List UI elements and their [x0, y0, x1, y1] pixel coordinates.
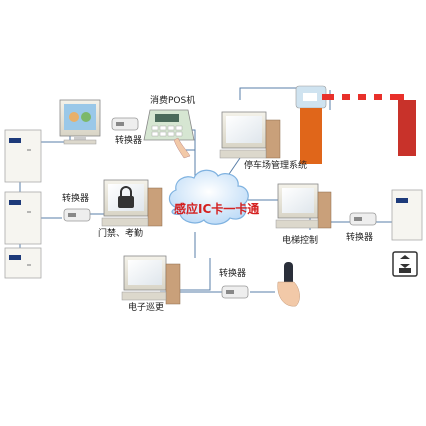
hub-label: 感应IC卡一卡通 [174, 202, 260, 216]
computer-icon [121, 255, 181, 305]
controller-box-icon [4, 129, 42, 279]
computer-icon [219, 111, 281, 159]
computer-icon [275, 183, 332, 229]
converter-icon [349, 212, 377, 226]
converter-icon [111, 117, 139, 131]
cloud-icon [168, 169, 249, 225]
access-label: 门禁、考勤 [98, 229, 144, 239]
elevator-label: 电梯控制 [282, 236, 319, 246]
patrol-wand-icon [277, 262, 300, 307]
computer-icon [59, 99, 101, 145]
converter-label-top: 转换器 [115, 136, 143, 146]
converter-icon [63, 208, 91, 222]
converter-label-left: 转换器 [62, 194, 90, 204]
barrier-gate-icon [295, 85, 416, 164]
pos-label: 消费POS机 [150, 96, 196, 106]
lock-icon [118, 186, 134, 208]
parking-label: 停车场管理系统 [244, 161, 308, 171]
controller-box-icon [391, 189, 423, 241]
converter-label-bottom: 转换器 [219, 269, 247, 279]
converter-icon [221, 285, 249, 299]
patrol-label: 电子巡更 [128, 303, 165, 313]
converter-label-right: 转换器 [346, 233, 374, 243]
elevator-icon [392, 251, 418, 277]
pos-terminal-icon [143, 109, 195, 159]
